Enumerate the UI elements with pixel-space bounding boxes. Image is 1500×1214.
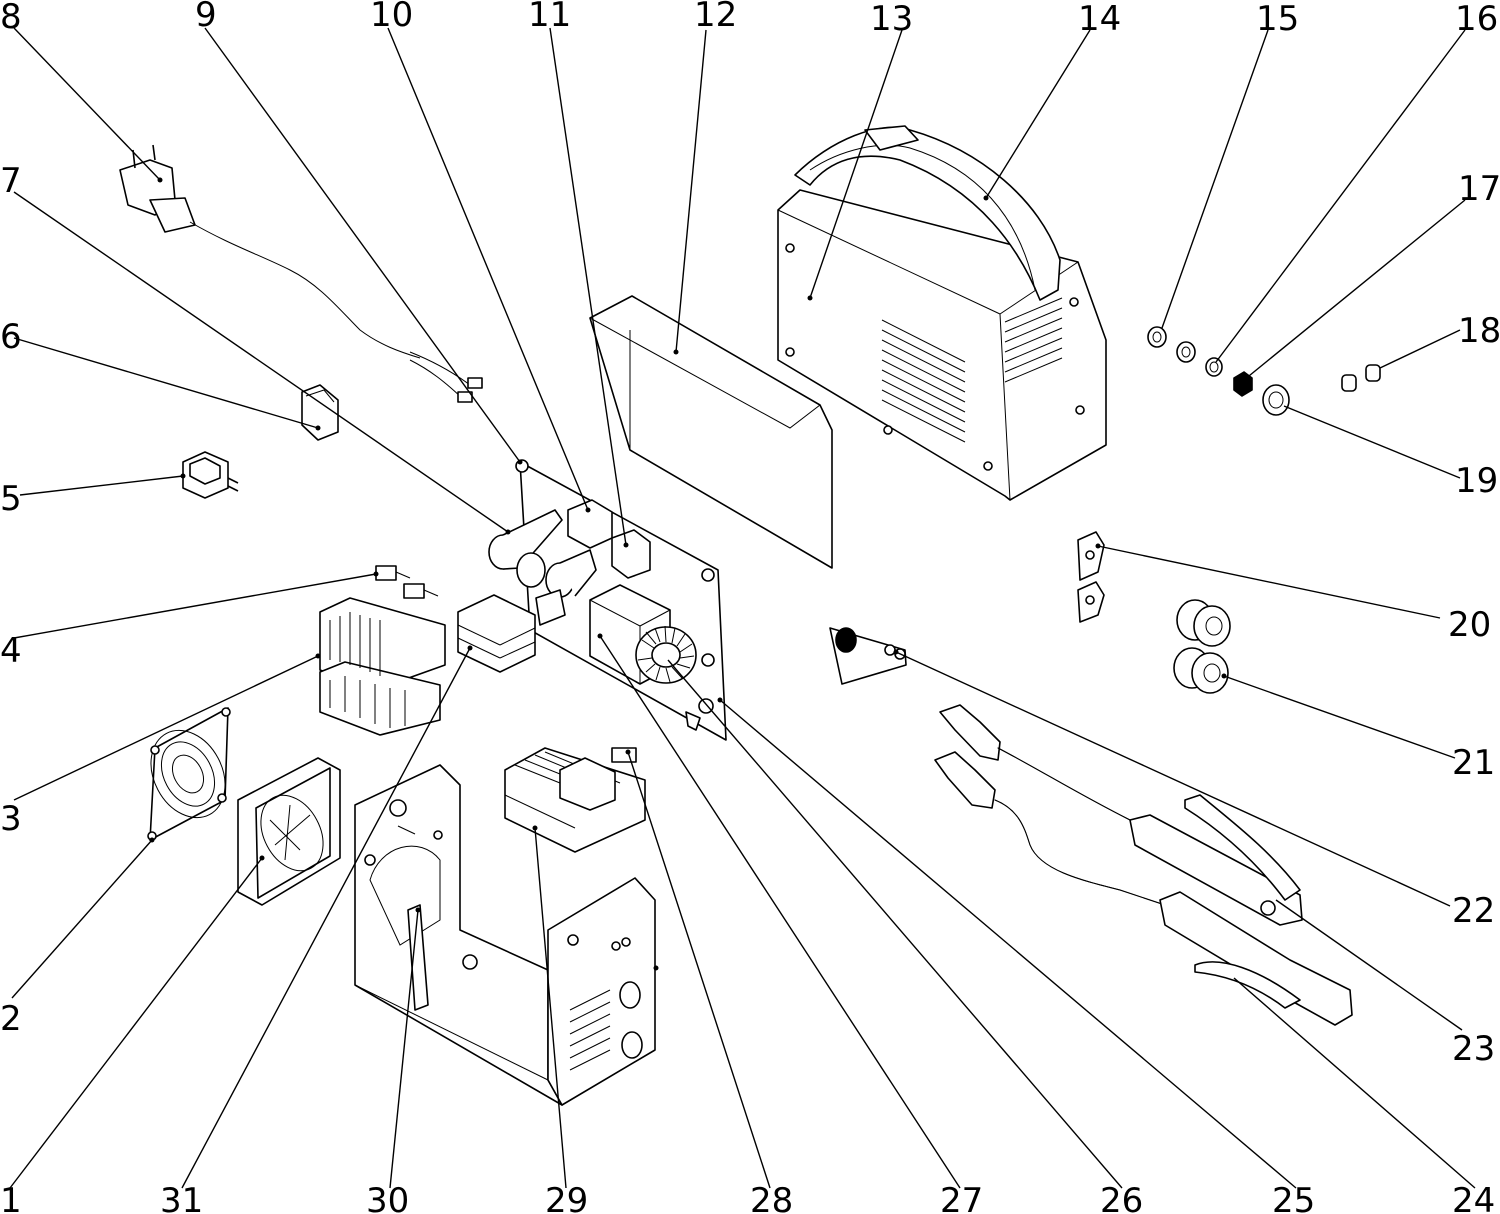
callout-6: 6 — [0, 317, 22, 357]
output-sockets — [1173, 599, 1231, 694]
callout-18: 18 — [1458, 311, 1500, 351]
fan-guard — [147, 707, 231, 841]
callout-17: 17 — [1458, 169, 1500, 209]
electrode-holder-cable — [934, 751, 1353, 1026]
rocker-switch — [182, 451, 239, 499]
callout-15: 15 — [1256, 0, 1299, 39]
callout-5: 5 — [0, 479, 22, 519]
callout-12: 12 — [694, 0, 737, 35]
callout-23: 23 — [1452, 1029, 1495, 1069]
callout-16: 16 — [1455, 0, 1498, 39]
callout-20: 20 — [1448, 605, 1491, 645]
callout-11: 11 — [528, 0, 571, 35]
main-pcb — [457, 459, 727, 741]
callout-1: 1 — [0, 1181, 22, 1214]
earth-clamp-cable — [939, 704, 1303, 926]
callout-30: 30 — [366, 1181, 409, 1214]
callout-27: 27 — [940, 1181, 983, 1214]
housing-cover-with-handle — [777, 125, 1107, 501]
control-pcb — [829, 627, 907, 685]
power-plug-cable — [119, 144, 483, 403]
callout-10: 10 — [370, 0, 413, 35]
callout-7: 7 — [0, 161, 22, 201]
secondary-heat-sink — [504, 747, 646, 853]
insulating-cover — [589, 295, 833, 569]
callout-26: 26 — [1100, 1181, 1143, 1214]
callout-21: 21 — [1452, 743, 1495, 783]
callout-9: 9 — [195, 0, 217, 35]
callout-28: 28 — [750, 1181, 793, 1214]
heat-sink-stack — [319, 597, 446, 736]
leader-lines — [9, 27, 1476, 1189]
callout-3: 3 — [0, 799, 22, 839]
callout-14: 14 — [1078, 0, 1121, 39]
chassis-frame — [354, 764, 656, 1106]
callout-2: 2 — [0, 999, 22, 1039]
cooling-fan — [237, 757, 341, 906]
callout-8: 8 — [0, 0, 22, 37]
callout-13: 13 — [870, 0, 913, 39]
callout-25: 25 — [1272, 1181, 1315, 1214]
callout-19: 19 — [1455, 461, 1498, 501]
callout-24: 24 — [1452, 1181, 1495, 1214]
transistors — [375, 565, 439, 599]
callout-4: 4 — [0, 631, 22, 671]
callout-29: 29 — [545, 1181, 588, 1214]
washers-nut-knob — [1147, 326, 1381, 416]
callout-31: 31 — [160, 1181, 203, 1214]
callout-22: 22 — [1452, 891, 1495, 931]
